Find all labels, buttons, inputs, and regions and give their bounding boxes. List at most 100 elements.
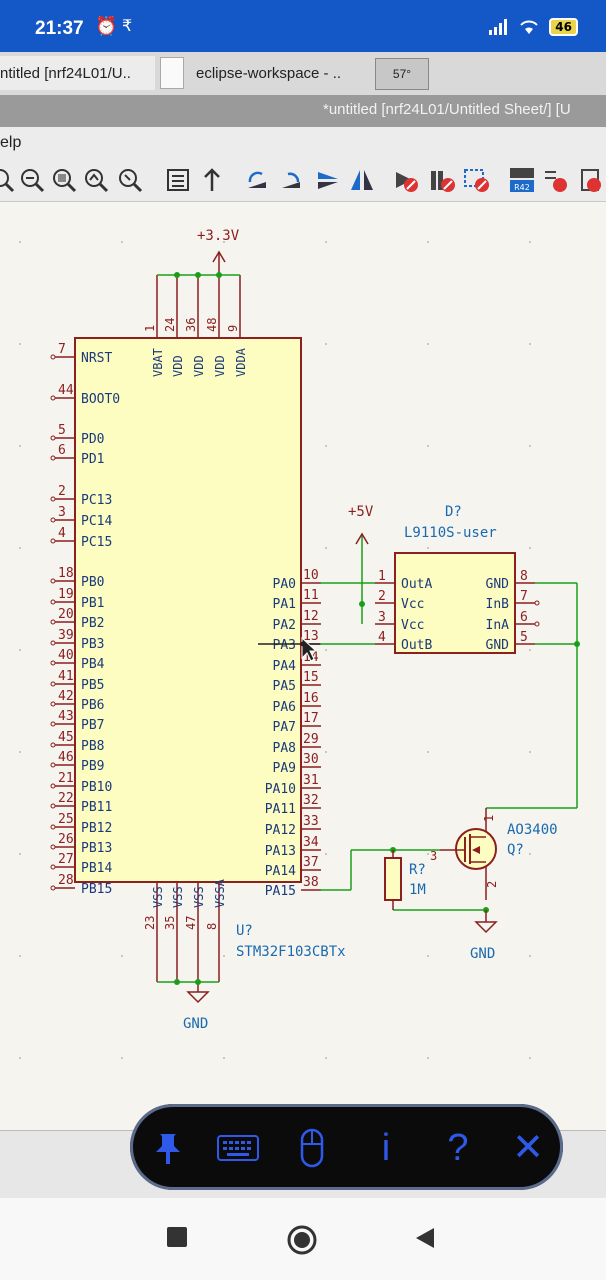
- wifi-icon: [520, 20, 539, 34]
- u-right-pin-name: PA11: [265, 802, 296, 817]
- u-left-pin-number: 25: [58, 812, 74, 827]
- window-titlebar[interactable]: *untitled [nrf24L01/Untitled Sheet/] [U: [0, 95, 606, 127]
- u-left-pin-name: PB9: [81, 759, 104, 774]
- u-top-pin-number: 9: [226, 325, 240, 332]
- home-circle-icon[interactable]: [286, 1224, 318, 1256]
- document-icon: [160, 57, 184, 89]
- mouse-icon[interactable]: [290, 1126, 334, 1170]
- u-left-pin-name: PB5: [81, 678, 104, 693]
- u-left-pin-end: [50, 803, 56, 809]
- u-left-pin-number: 40: [58, 648, 74, 663]
- d-left-pin-number: 2: [378, 589, 386, 604]
- u-left-pin-name: PB11: [81, 800, 112, 815]
- info-button[interactable]: i: [381, 1127, 391, 1169]
- u-left-pin-number: 7: [58, 342, 66, 357]
- recents-square-icon[interactable]: [166, 1226, 188, 1248]
- d-left-pin-name: Vcc: [401, 618, 424, 633]
- gnd-u-label: GND: [183, 1016, 208, 1032]
- rotate-ccw-icon[interactable]: [242, 166, 270, 194]
- battery-indicator: 46: [549, 18, 578, 36]
- zoom-out-icon[interactable]: [0, 166, 16, 194]
- u-bottom-pin-number: 35: [163, 916, 177, 930]
- task-eclipse-window[interactable]: eclipse-workspace - ..: [160, 56, 370, 90]
- q-ref-label: Q?: [507, 842, 524, 858]
- task-kicad-label: ntitled [nrf24L01/U..: [0, 64, 131, 82]
- zoom-fit-icon[interactable]: [50, 166, 78, 194]
- erc-icon[interactable]: [392, 166, 420, 194]
- grid-dot: [427, 547, 429, 549]
- zoom-out-icon[interactable]: [18, 166, 46, 194]
- grid-dot: [529, 649, 531, 651]
- u-left-pin-end: [50, 681, 56, 687]
- d-left-pin-name: Vcc: [401, 597, 424, 612]
- rotate-cw-icon[interactable]: [278, 166, 306, 194]
- schematic-drawing[interactable]: 7NRST44BOOT05PD06PD12PC133PC144PC1518PB0…: [0, 202, 606, 1130]
- leave-sheet-icon[interactable]: [198, 166, 226, 194]
- grid-dot: [19, 1057, 21, 1059]
- u-left-pin-end: [50, 578, 56, 584]
- d-left-pin-number: 3: [378, 610, 386, 625]
- u-top-pin-name: VDD: [192, 355, 206, 377]
- u-left-pin-number: 2: [58, 484, 66, 499]
- u-bottom-pin-name: VSSA: [213, 878, 227, 908]
- mirror-horizontal-icon[interactable]: [348, 166, 376, 194]
- grid-dot: [427, 853, 429, 855]
- u-left-pin-number: 6: [58, 443, 66, 458]
- u-right-pin-number: 34: [303, 835, 319, 850]
- close-button[interactable]: ✕: [512, 1127, 544, 1169]
- u-right-pin-number: 13: [303, 629, 319, 644]
- u-left-pin-end: [50, 721, 56, 727]
- task-temperature-widget[interactable]: 57°: [375, 58, 429, 90]
- u-top-pin-name: VDD: [213, 355, 227, 377]
- u-bottom-pin-name: VSS: [192, 886, 206, 908]
- mirror-vertical-icon[interactable]: [314, 166, 342, 194]
- q-value-label: AO3400: [507, 822, 558, 838]
- window-title: *untitled [nrf24L01/Untitled Sheet/] [U: [323, 101, 571, 118]
- grid-dot: [19, 853, 21, 855]
- u-left-pin-name: PB0: [81, 575, 104, 590]
- u-left-pin-name: PC13: [81, 493, 112, 508]
- mouse-cursor-icon: [301, 636, 318, 662]
- help-button[interactable]: ?: [447, 1127, 469, 1169]
- footprint-editor-icon[interactable]: [462, 166, 490, 194]
- d-right-pin-name: GND: [486, 638, 510, 653]
- grid-dot: [427, 445, 429, 447]
- alarm-icon: ⏰: [95, 16, 118, 37]
- u-right-pin-name: PA4: [273, 659, 297, 674]
- u-right-pin-number: 37: [303, 855, 319, 870]
- grid-dot: [223, 241, 225, 243]
- hierarchy-navigator-icon[interactable]: [164, 166, 192, 194]
- u-top-pin-number: 24: [163, 318, 177, 332]
- status-time: 21:37: [35, 18, 84, 39]
- back-triangle-icon[interactable]: [414, 1226, 436, 1250]
- assign-footprints-icon[interactable]: [542, 166, 570, 194]
- resistor-body[interactable]: [384, 857, 402, 901]
- u-top-pin-name: VBAT: [151, 348, 165, 377]
- stm32-body[interactable]: [74, 337, 302, 883]
- u-left-pin-end: [50, 742, 56, 748]
- u-top-pin-number: 1: [143, 325, 157, 332]
- pin-icon[interactable]: [146, 1126, 190, 1170]
- u-top-pin-number: 36: [184, 318, 198, 332]
- u-right-pin-number: 15: [303, 670, 319, 685]
- annotate-icon[interactable]: R42: [508, 166, 536, 194]
- grid-dot: [325, 751, 327, 753]
- zoom-selection-icon[interactable]: [116, 166, 144, 194]
- u-bottom-pin-number: 23: [143, 916, 157, 930]
- task-eclipse-label: eclipse-workspace - ..: [196, 64, 342, 82]
- library-browser-icon[interactable]: [428, 166, 456, 194]
- power-5v-label: +5V: [348, 504, 374, 520]
- bom-icon[interactable]: [576, 166, 604, 194]
- u-left-pin-end: [50, 701, 56, 707]
- u-top-pin-name: VDD: [171, 355, 185, 377]
- menu-help[interactable]: elp: [0, 134, 22, 151]
- d-right-pin-end: [534, 621, 540, 627]
- grid-dot: [19, 955, 21, 957]
- keyboard-icon[interactable]: [216, 1126, 260, 1170]
- zoom-objects-icon[interactable]: [82, 166, 110, 194]
- grid-dot: [121, 1057, 123, 1059]
- u-left-pin-number: 28: [58, 873, 74, 888]
- u-left-pin-name: PC15: [81, 535, 112, 550]
- u-left-pin-number: 45: [58, 730, 74, 745]
- task-kicad-window[interactable]: ntitled [nrf24L01/U..: [0, 56, 155, 90]
